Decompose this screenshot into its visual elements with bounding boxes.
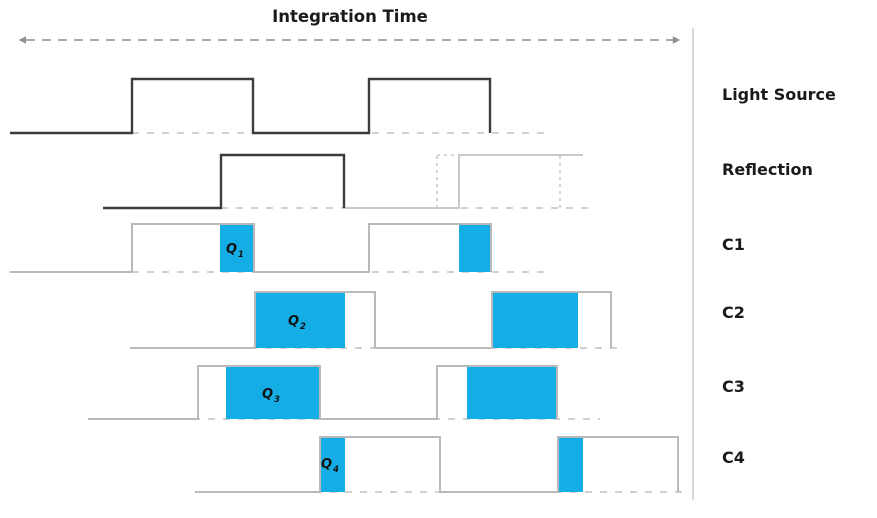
- c1-waveform: [10, 223, 492, 273]
- c3-waveform: [88, 365, 558, 420]
- charge-box-q4: [320, 437, 345, 492]
- c2-waveform: [130, 291, 612, 349]
- row-label-c3: C3: [722, 377, 745, 396]
- charge-box-q2-second: [492, 292, 578, 348]
- row-reflection: Reflection: [103, 153, 813, 210]
- row-label-c1: C1: [722, 235, 745, 254]
- charge-box-q4-second: [558, 437, 583, 492]
- reflection-delayed-waveform: [344, 154, 583, 209]
- row-c4: Q 4 C4: [195, 436, 745, 493]
- row-label-light-source: Light Source: [722, 85, 836, 104]
- row-c3: Q 3 C3: [88, 365, 745, 420]
- charge-label-q4-subscript: 4: [332, 465, 339, 475]
- c4-waveform: [195, 436, 679, 493]
- charge-box-q1: [220, 224, 254, 272]
- row-label-c4: C4: [722, 448, 745, 467]
- row-c2: Q 2 C2: [130, 291, 745, 349]
- light-source-waveform: [10, 77, 492, 135]
- row-light-source: Light Source: [10, 77, 836, 135]
- charge-label-q4: Q: [321, 457, 332, 472]
- charge-label-q2-subscript: 2: [300, 322, 306, 332]
- charge-box-q3-second: [467, 366, 557, 419]
- row-c1: Q 1 C1: [10, 223, 745, 273]
- row-label-c2: C2: [722, 303, 745, 322]
- charge-box-q3: [226, 366, 320, 419]
- row-label-reflection: Reflection: [722, 160, 813, 179]
- reflection-waveform: [103, 153, 346, 210]
- charge-box-q2: [255, 292, 345, 348]
- charge-label-q1: Q: [226, 242, 237, 257]
- charge-label-q3: Q: [262, 387, 273, 402]
- charge-label-q3-subscript: 3: [274, 395, 280, 405]
- charge-label-q1-subscript: 1: [238, 250, 244, 260]
- charge-box-q1-second: [459, 224, 491, 272]
- charge-label-q2: Q: [288, 314, 299, 329]
- page-title: Integration Time: [272, 7, 428, 26]
- integration-time-group: Integration Time: [18, 7, 681, 44]
